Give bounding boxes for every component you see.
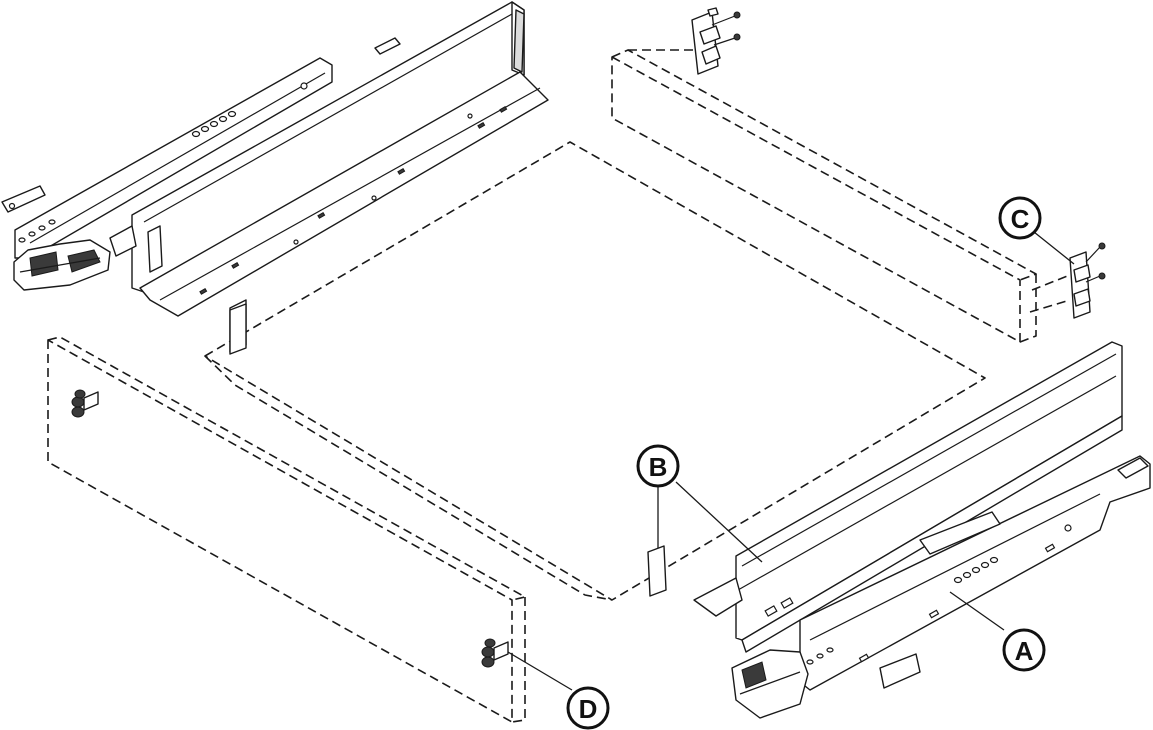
svg-text:C: C: [1011, 204, 1030, 234]
front-fixing-dowel-right: [481, 638, 509, 668]
back-panel-connector-left: [691, 7, 741, 75]
svg-text:A: A: [1015, 636, 1034, 666]
left-runner-rail: [1, 37, 401, 291]
callout-c: C: [998, 196, 1075, 265]
front-fixing-bracket-left: [229, 303, 247, 355]
drawer-front-panel: [47, 336, 526, 723]
drawer-back-panel: [611, 49, 1037, 343]
left-side-slots: [199, 105, 508, 295]
right-drawer-side-profile: [693, 341, 1123, 653]
right-runner-rail: [731, 455, 1151, 719]
callout-b: B: [636, 444, 763, 597]
left-rail-holes: [18, 82, 308, 243]
svg-text:B: B: [649, 452, 668, 482]
right-rail-locking-device: [731, 649, 809, 719]
callout-d: D: [507, 651, 610, 730]
drawer-bottom-panel: [204, 141, 986, 601]
back-panel-connector-right: [1029, 242, 1106, 319]
callout-a: A: [949, 591, 1046, 672]
right-rail-holes: [806, 524, 1072, 665]
left-rail-locking-device: [13, 239, 111, 291]
svg-text:D: D: [579, 694, 598, 724]
left-drawer-side-profile: [109, 1, 549, 353]
front-fixing-dowel-left: [71, 389, 99, 418]
